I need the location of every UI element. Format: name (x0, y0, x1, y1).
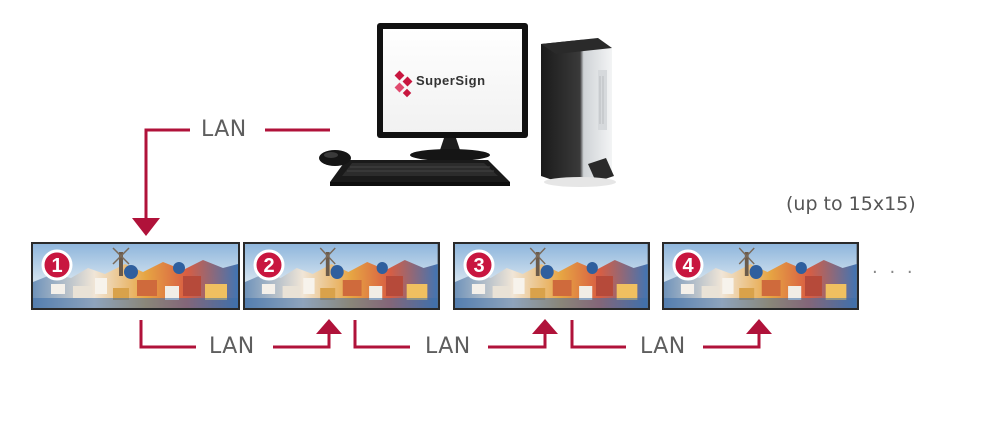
capacity-note: (up to 15x15) (786, 193, 916, 215)
pc-workstation (319, 23, 616, 187)
supersign-logo-text: SuperSign (416, 73, 486, 88)
badge-number: 4 (682, 255, 694, 277)
lan-label-chain-2: LAN (425, 334, 471, 359)
chain-connector-2-3 (353, 320, 410, 349)
badge-number: 2 (263, 255, 274, 277)
chain-connector-3-4 (570, 320, 626, 349)
pc-to-display-connector (144, 128, 330, 226)
lan-label-chain-3: LAN (640, 334, 686, 359)
lan-label-pc: LAN (201, 117, 247, 142)
number-badge-1: 1 (41, 249, 73, 281)
computer-tower-icon (541, 38, 616, 187)
mouse-icon (319, 150, 351, 166)
keyboard-icon (330, 160, 510, 186)
display-chain (31, 242, 859, 310)
lan-label-chain-1: LAN (209, 334, 255, 359)
arrow-down-icon (132, 218, 160, 236)
continuation-dots: · · · (872, 262, 916, 283)
number-badge-2: 2 (253, 249, 285, 281)
badge-number: 3 (473, 255, 484, 277)
number-badge-3: 3 (463, 249, 495, 281)
arrow-up-icon (316, 319, 342, 334)
number-badge-4: 4 (672, 249, 704, 281)
arrow-up-icon (532, 319, 558, 334)
badge-number: 1 (51, 255, 62, 277)
chain-connector-1-2 (139, 320, 196, 349)
arrow-up-icon (746, 319, 772, 334)
